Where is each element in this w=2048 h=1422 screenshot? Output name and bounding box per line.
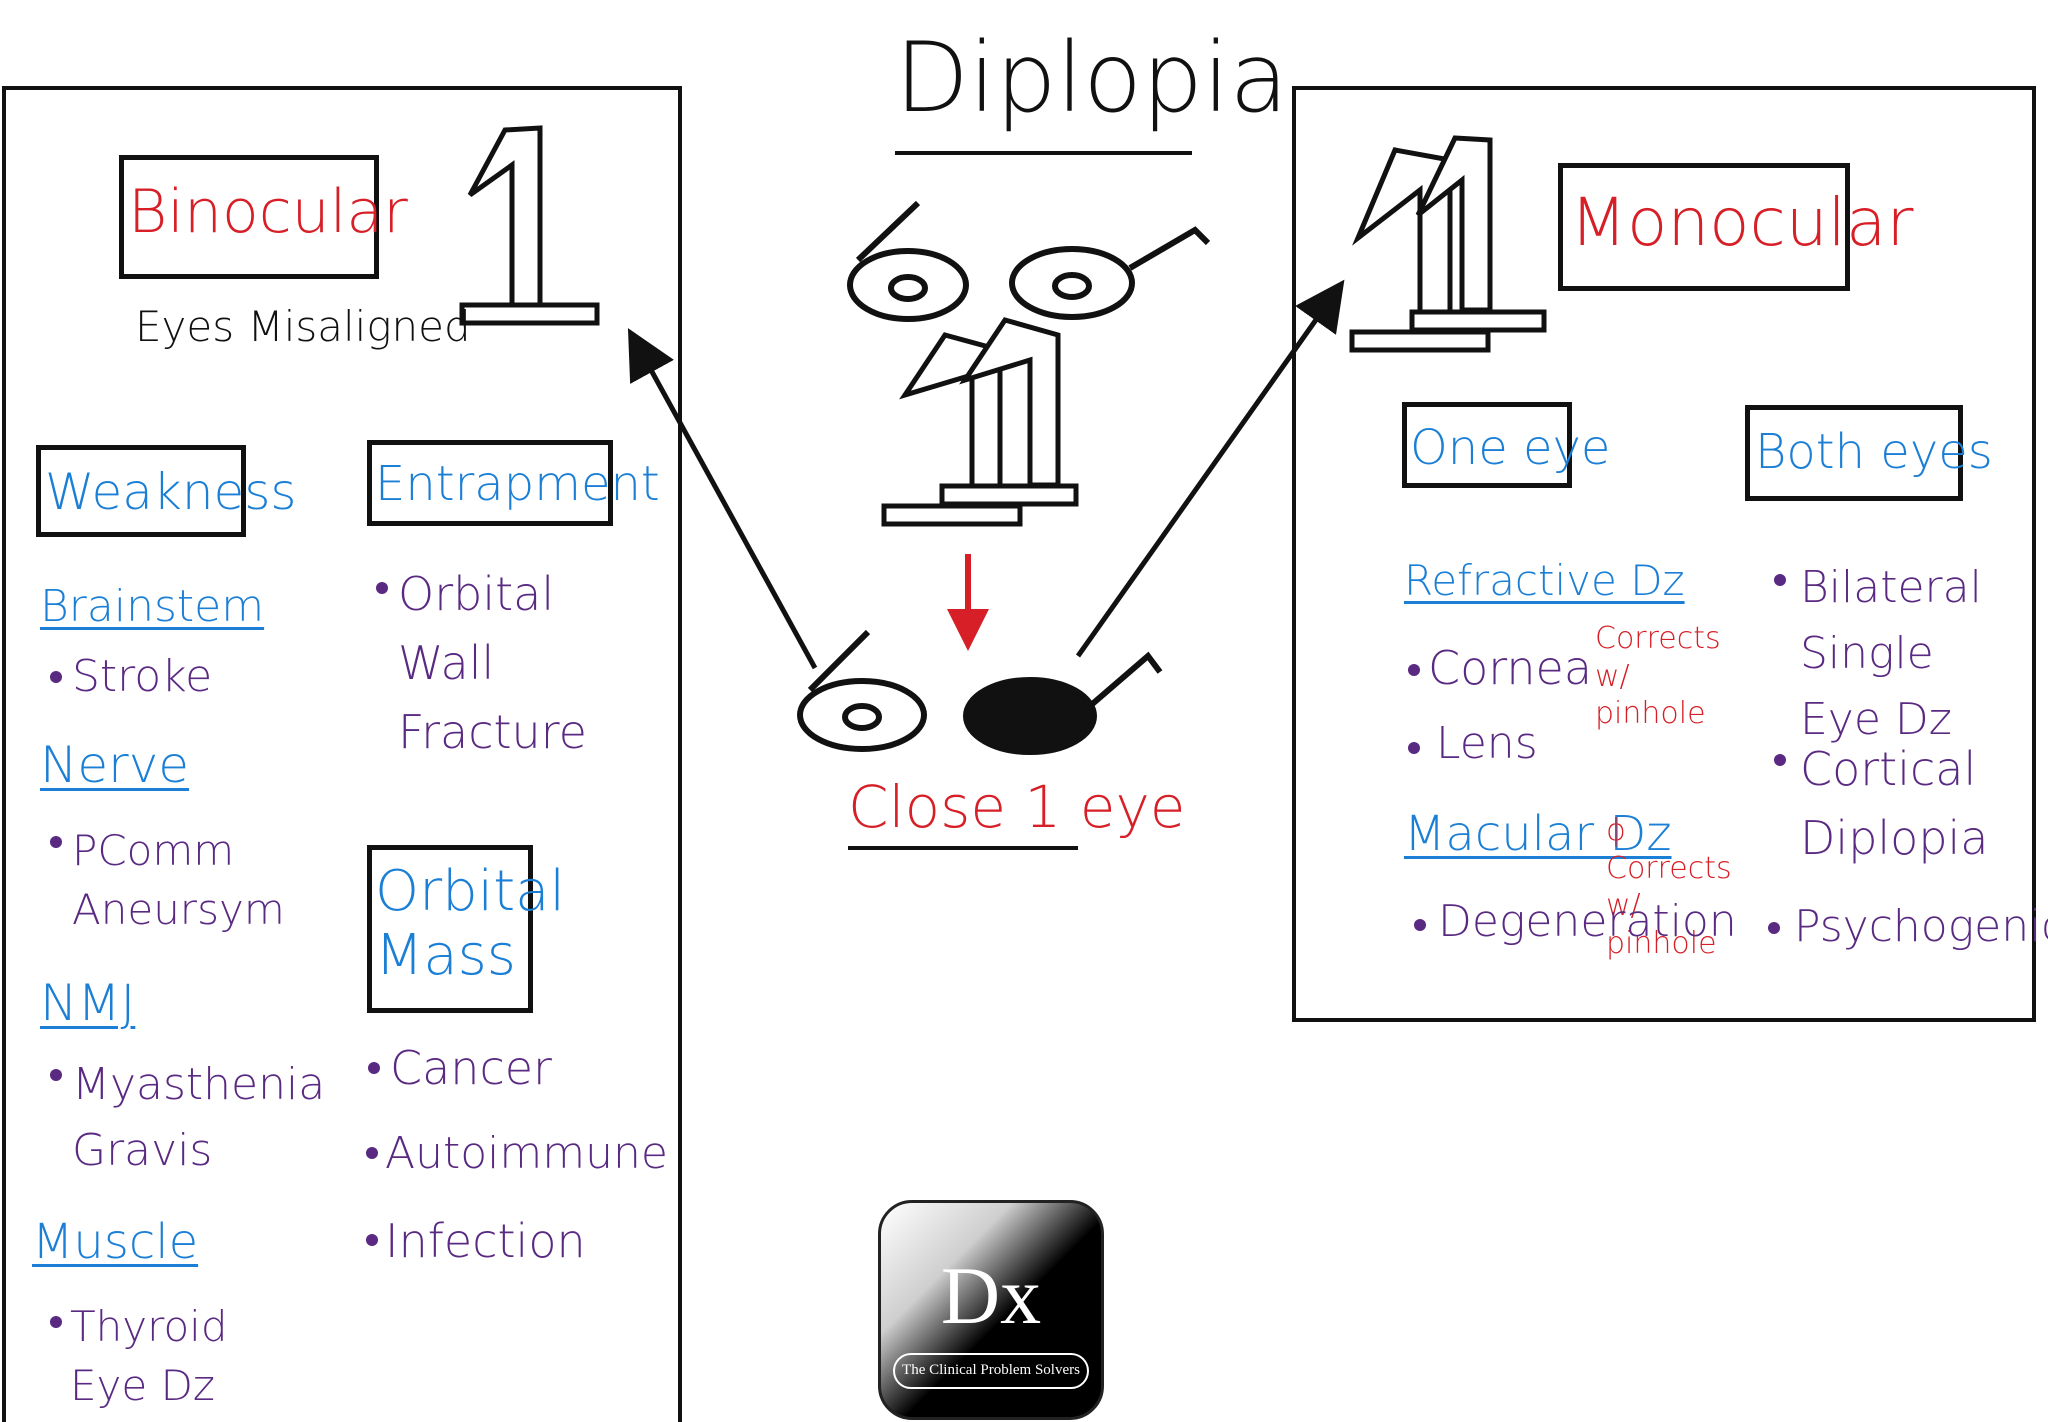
macular-note: ϕ Corrects w/ pinhole <box>1606 813 1732 961</box>
refractive-label: Refractive Dz <box>1404 556 1685 605</box>
entrapment-box <box>367 440 613 526</box>
orbital-mass-heading: Orbital Mass <box>375 859 566 989</box>
single-one-icon <box>459 125 600 326</box>
glasses-open-icon <box>847 200 1211 322</box>
bullet-dots <box>50 574 1786 1328</box>
myasthenia-item: Myasthenia Gravis <box>72 1059 326 1176</box>
thyroid-item: Thyroid Eye Dz <box>70 1302 228 1410</box>
muscle-label: Muscle <box>32 1214 199 1270</box>
cornea-item: Cornea <box>1428 641 1593 695</box>
binocular-panel <box>2 86 682 1422</box>
entrapment-heading: Entrapment <box>375 456 660 512</box>
arrow-to-binocular <box>627 328 818 670</box>
nmj-label: NMJ <box>40 974 136 1032</box>
one-eye-box <box>1402 402 1572 488</box>
weakness-heading: Weakness <box>45 463 297 521</box>
binocular-heading-box <box>119 155 379 279</box>
binocular-heading: Binocular <box>128 177 408 247</box>
monocular-heading-box <box>1558 163 1850 291</box>
autoimmune-item: Autoimmune <box>385 1128 668 1179</box>
binocular-subheading: Eyes Misaligned <box>135 302 471 351</box>
infection-item: Infection <box>385 1214 586 1268</box>
bilateral-item: Bilateral Single Eye Dz <box>1800 562 1982 745</box>
cancer-item: Cancer <box>390 1041 552 1095</box>
monocular-heading: Monocular <box>1570 184 1914 261</box>
weakness-box <box>36 445 246 537</box>
arrow-to-monocular <box>1075 279 1345 658</box>
diagram-title: Diplopia <box>895 22 1289 134</box>
double-one-icon <box>881 317 1079 527</box>
monocular-panel <box>1292 86 2036 1022</box>
stroke-item: Stroke <box>72 651 213 702</box>
both-eyes-heading: Both eyes <box>1755 424 1993 480</box>
degeneration-item: Degeneration <box>1438 896 1737 947</box>
one-eye-heading: One eye <box>1410 420 1611 476</box>
dx-logo-caption-pill <box>893 1353 1089 1389</box>
cortical-item: Cortical Diplopia <box>1800 742 1989 865</box>
dx-logo: Dx The Clinical Problem Solvers <box>878 1200 1104 1420</box>
close-one-eye-label: Close 1 eye <box>848 773 1186 841</box>
dx-logo-caption: The Clinical Problem Solvers <box>902 1362 1080 1378</box>
double-one-icon-monocular <box>1349 135 1547 353</box>
nerve-label: Nerve <box>40 736 190 794</box>
refractive-note: Corrects w/ pinhole <box>1595 621 1721 731</box>
lens-item: Lens <box>1436 718 1538 769</box>
pcomm-item: PComm Aneursym <box>72 826 285 934</box>
orbital-wall-item: Orbital Wall Fracture <box>398 567 587 759</box>
both-eyes-box <box>1745 405 1963 501</box>
dx-logo-mark: Dx <box>940 1250 1042 1341</box>
brainstem-label: Brainstem <box>40 581 265 632</box>
psychogenic-item: Psychogenic <box>1794 901 2048 952</box>
orbital-mass-box <box>367 845 533 1013</box>
glasses-one-eye-closed-icon <box>797 629 1163 755</box>
macular-label: Macular Dz <box>1404 806 1672 862</box>
